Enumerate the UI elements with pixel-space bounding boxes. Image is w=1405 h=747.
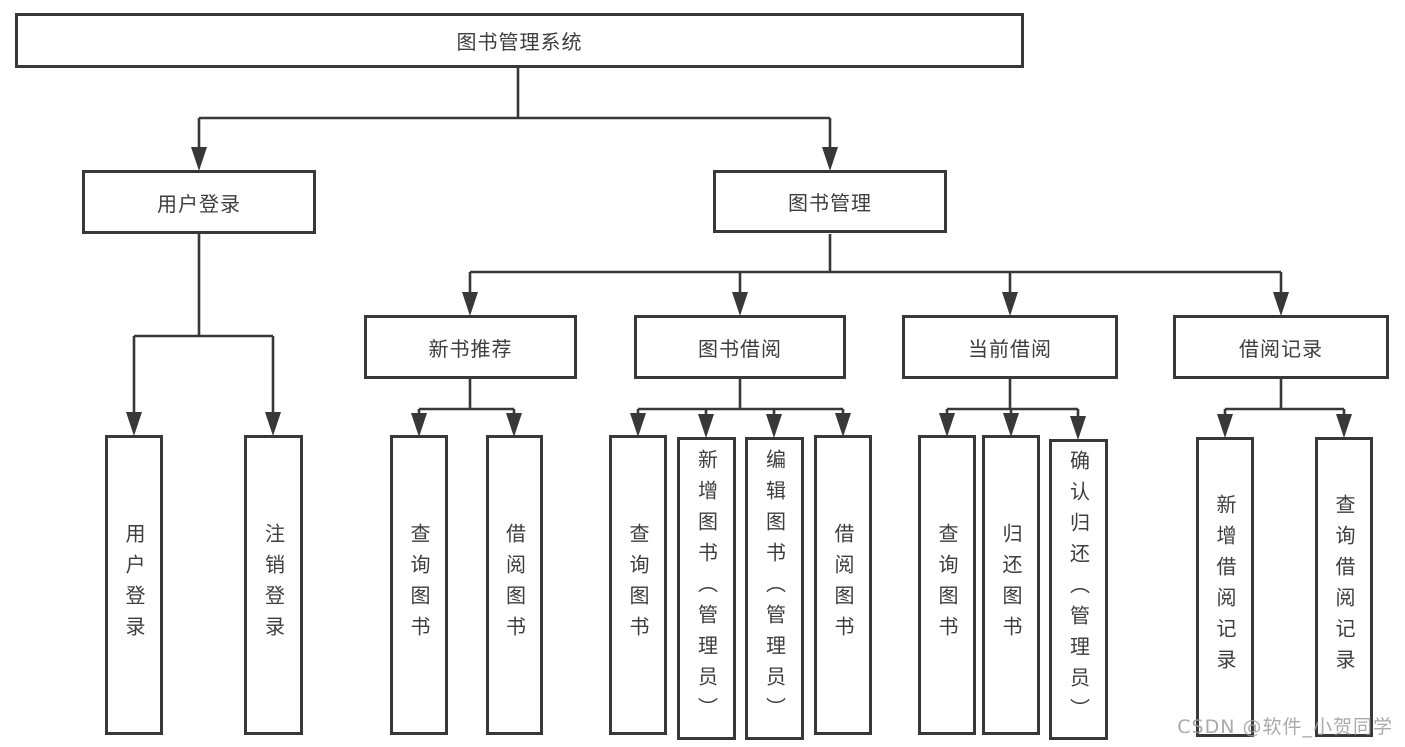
node-borrow-records: 借阅记录 [1173,315,1389,379]
leaf-add-books-admin-label: 新增图书（管理员） [694,449,719,728]
leaf-query-borrow-record: 查询借阅记录 [1315,437,1373,737]
leaf-confirm-return-admin-label: 确认归还（管理员） [1066,450,1091,729]
leaf-logout: 注销登录 [244,435,303,735]
node-root-label: 图书管理系统 [456,30,583,54]
leaf-query-books-recommend: 查询图书 [390,435,448,735]
node-current-borrowing: 当前借阅 [902,315,1118,379]
leaf-user-login: 用户登录 [105,435,163,735]
leaf-query-borrow-record-label: 查询借阅记录 [1332,494,1356,680]
node-book-management: 图书管理 [713,170,947,233]
leaf-borrow-books-recommend-label: 借阅图书 [502,523,527,647]
leaf-edit-books-admin-label: 编辑图书（管理员） [762,449,787,728]
node-borrow-records-label: 借阅记录 [1239,336,1323,361]
leaf-query-books-current: 查询图书 [918,435,976,735]
leaf-query-books-borrowing: 查询图书 [609,435,667,735]
arrowheads [126,147,1352,440]
leaf-borrow-books-borrowing-label: 借阅图书 [831,523,855,647]
node-user-login: 用户登录 [82,170,316,234]
leaf-confirm-return-admin: 确认归还（管理员） [1049,439,1108,740]
leaf-borrow-books-recommend: 借阅图书 [486,435,543,735]
leaf-add-borrow-record-label: 新增借阅记录 [1213,494,1237,680]
leaf-query-books-recommend-label: 查询图书 [407,523,431,647]
node-book-borrowing-label: 图书借阅 [698,336,782,361]
leaf-query-books-borrowing-label: 查询图书 [626,523,650,647]
leaf-add-borrow-record: 新增借阅记录 [1196,437,1254,737]
leaf-add-books-admin: 新增图书（管理员） [677,437,736,740]
node-new-book-recommend-label: 新书推荐 [428,336,513,361]
node-current-borrowing-label: 当前借阅 [968,336,1052,361]
leaf-user-login-label: 用户登录 [122,523,146,647]
leaf-return-books: 归还图书 [982,435,1040,735]
leaf-query-books-current-label: 查询图书 [935,523,959,647]
node-book-borrowing: 图书借阅 [634,315,846,379]
node-new-book-recommend: 新书推荐 [364,315,577,379]
node-user-login-label: 用户登录 [157,191,241,216]
csdn-watermark: CSDN @软件_小贺同学 [1177,716,1393,738]
node-book-management-label: 图书管理 [788,191,872,215]
leaf-borrow-books-borrowing: 借阅图书 [814,435,872,735]
leaf-edit-books-admin: 编辑图书（管理员） [745,437,804,740]
leaf-return-books-label: 归还图书 [999,523,1023,647]
leaf-logout-label: 注销登录 [261,523,286,647]
node-root: 图书管理系统 [15,13,1024,68]
